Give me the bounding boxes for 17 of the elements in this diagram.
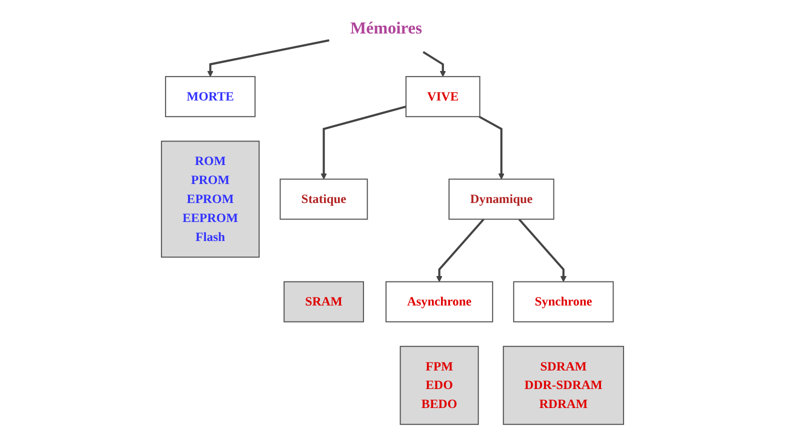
node-box: Statique: [280, 178, 368, 220]
arrow: [320, 106, 406, 180]
node-box: VIVE: [405, 76, 480, 118]
node-box: SRAM: [284, 281, 364, 322]
node-box: Asynchrone: [386, 281, 494, 322]
node-box: Synchrone: [513, 281, 614, 322]
node-box: Dynamique: [448, 178, 554, 220]
node-box: ROM PROM EPROM EEPROM Flash: [160, 140, 260, 258]
arrow: [518, 218, 567, 282]
node-box: MORTE: [165, 76, 256, 118]
arrow: [436, 218, 484, 282]
node-text: Mémoires: [350, 20, 422, 38]
node-box: FPM EDO BEDO: [400, 346, 479, 425]
node-box: SDRAM DDR-SDRAM RDRAM: [502, 346, 624, 425]
arrow: [422, 51, 446, 77]
arrow: [478, 116, 504, 180]
arrow: [207, 39, 330, 77]
